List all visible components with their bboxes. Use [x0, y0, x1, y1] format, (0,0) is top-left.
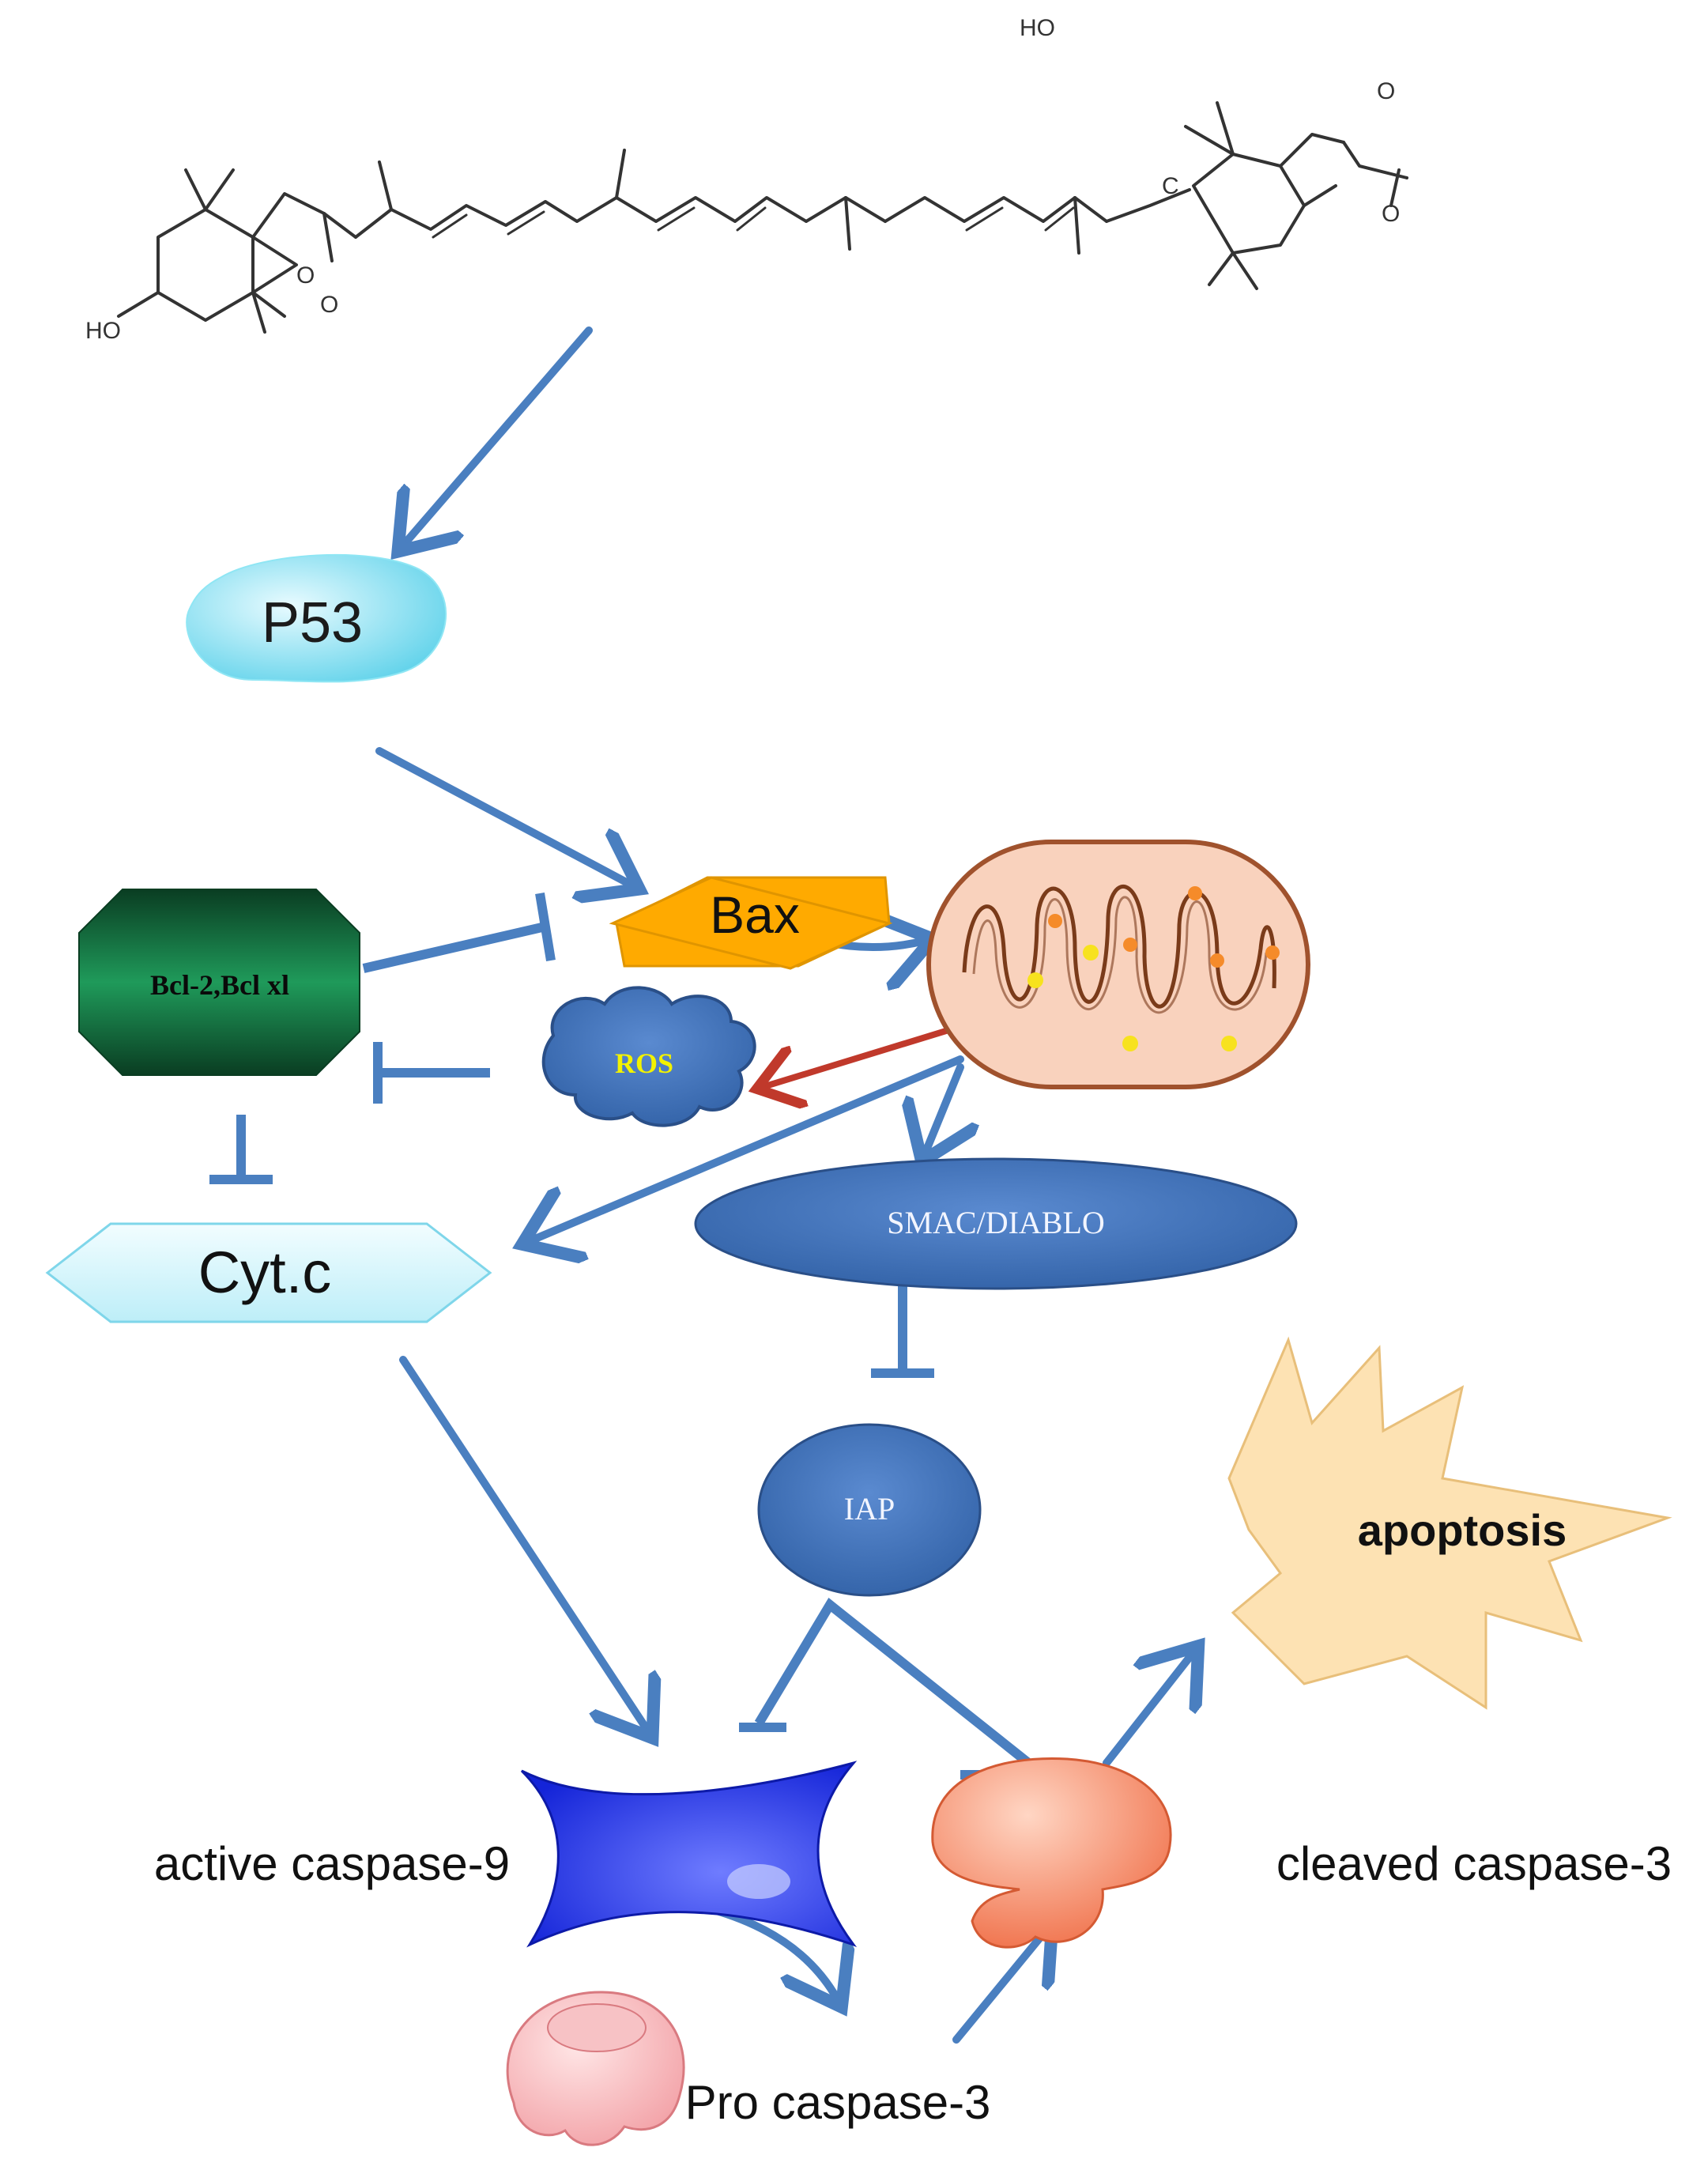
fucoxanthin-structure — [117, 101, 1408, 334]
cytc-label: Cyt.c — [198, 1240, 332, 1305]
atom-ho-left: HO — [85, 318, 121, 344]
atom-ho-top: HO — [1020, 15, 1055, 41]
mitochondrion-icon — [926, 840, 1310, 1089]
bcl2-label: Bcl-2,Bcl xl — [150, 969, 289, 1001]
inhibit-smac-iap — [871, 1285, 934, 1378]
p53-node: P53 — [186, 553, 447, 683]
inhibit-iap-caspase9 — [739, 1598, 1059, 1780]
smac-label: SMAC/DIABLO — [887, 1205, 1105, 1240]
ros-label: ROS — [615, 1047, 673, 1079]
inhibit-bcl2-cytc — [209, 1115, 273, 1184]
arrow-molecule-to-p53 — [403, 326, 593, 545]
active-caspase9-label: active caspase-9 — [154, 1837, 510, 1890]
molecule-atom-labels: HO HO O O O O C — [85, 15, 1400, 344]
caspase3-node — [931, 1757, 1172, 1949]
atom-o-carbonyl: O — [1382, 201, 1400, 227]
atom-allene-c: C — [1162, 173, 1179, 199]
arrow-mitochondrion-to-smac — [925, 1063, 960, 1154]
arrow-p53-to-bax — [375, 747, 632, 885]
arrow-caspase3-to-apoptosis — [1103, 1652, 1193, 1767]
cleaved-caspase3-label: cleaved caspase-3 — [1276, 1837, 1672, 1890]
pro-caspase3-label: Pro caspase-3 — [685, 2076, 991, 2129]
atom-o-epoxide: O — [296, 262, 315, 289]
apoptosis-node: apoptosis — [1227, 1336, 1672, 1710]
procaspase3-node — [506, 1991, 685, 2146]
atom-o-ester: O — [1377, 78, 1395, 104]
arrow-mitochondrion-to-ros — [763, 1025, 958, 1087]
smac-node: SMAC/DIABLO — [694, 1157, 1298, 1290]
ros-node: ROS — [541, 986, 756, 1127]
iap-label: IAP — [844, 1491, 895, 1527]
atom-o-ketone: O — [320, 292, 338, 318]
bcl2-node: Bcl-2,Bcl xl — [78, 889, 360, 1076]
bax-node: Bax — [609, 876, 893, 970]
arrow-procaspase3-to-caspase3 — [952, 1929, 1047, 2044]
bax-label: Bax — [710, 885, 800, 944]
arrow-cytc-to-caspase9 — [399, 1356, 648, 1731]
iap-node: IAP — [757, 1423, 982, 1597]
caspase9-node — [520, 1761, 858, 1948]
apoptosis-label: apoptosis — [1358, 1505, 1567, 1555]
inhibit-bcl2-bax — [362, 893, 556, 973]
arrow-mitochondrion-to-cytc — [530, 1055, 964, 1241]
cytc-node: Cyt.c — [45, 1222, 492, 1323]
inhibit-ros-bcl2 — [373, 1042, 490, 1104]
p53-label: P53 — [262, 591, 363, 655]
